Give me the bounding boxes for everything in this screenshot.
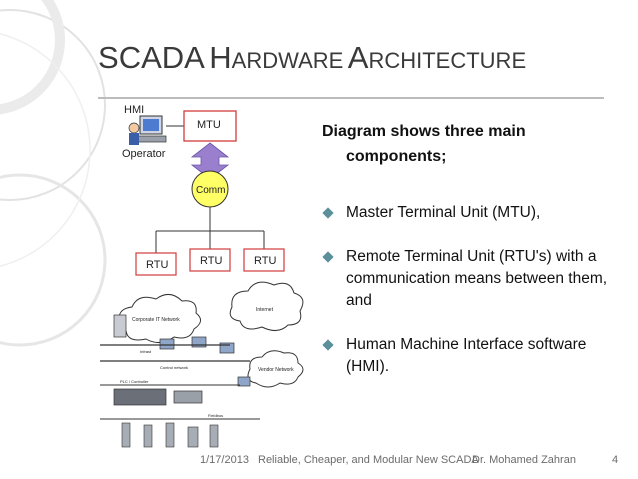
slide-title: SCADA HARDWARE ARCHITECTURE <box>98 40 526 76</box>
footer-page-number: 4 <box>612 454 619 466</box>
rtu-label-3: RTU <box>254 255 276 267</box>
field-device-1 <box>121 422 131 448</box>
mtu-label: MTU <box>197 119 221 131</box>
footer-topic: Reliable, Cheaper, and Modular New SCADA <box>258 454 479 466</box>
bullet-diamond-icon <box>322 251 334 263</box>
plc-label: PLC / Controller <box>120 379 149 384</box>
vendor-network-cloud <box>247 350 304 388</box>
lead-line-1: Diagram shows three main <box>322 123 526 140</box>
corporate-network-label: Corporate IT Network <box>132 317 180 323</box>
rtu-box-1 <box>135 252 177 276</box>
footer-author: Dr. Mohamed Zahran <box>472 454 576 466</box>
internet-cloud <box>229 281 304 331</box>
hmi-label: HMI <box>124 104 144 116</box>
field-device-5 <box>209 424 219 448</box>
mtu-box <box>183 110 237 142</box>
title-w2-initial: H <box>209 40 232 75</box>
title-w3-initial: A <box>347 40 369 75</box>
corporate-network-cloud <box>117 294 201 343</box>
footer-date: 1/17/2013 <box>200 454 249 466</box>
bullet-text-rtu: Remote Terminal Unit (RTU's) with a comm… <box>346 248 608 309</box>
title-rule <box>98 97 604 99</box>
rtu-label-2: RTU <box>200 255 222 267</box>
field-device-3 <box>165 422 175 448</box>
rtu-box-3 <box>243 248 285 272</box>
operator-icon <box>128 122 140 145</box>
component-bullet-list: Master Terminal Unit (MTU), Remote Termi… <box>322 202 622 378</box>
bullet-item-mtu: Master Terminal Unit (MTU), <box>322 202 622 224</box>
lead-line-2: components; <box>346 148 447 165</box>
server-icon <box>113 314 127 338</box>
operator-label: Operator <box>122 148 166 160</box>
scada-architecture-diagram: HMI Operator MTU Comm RTU RTU RTU Corpor… <box>100 104 304 448</box>
pc-icon-2 <box>191 336 207 348</box>
title-w1-initial: S <box>98 40 119 75</box>
bullet-text-hmi: Human Machine Interface software (HMI). <box>346 336 587 375</box>
plc-rack <box>113 388 167 406</box>
rtu-box-2 <box>189 248 231 272</box>
bullet-item-rtu: Remote Terminal Unit (RTU's) with a comm… <box>322 246 622 312</box>
bullet-text-mtu: Master Terminal Unit (MTU), <box>346 204 541 221</box>
fieldbus-label: Fieldbus <box>208 413 223 418</box>
pc-icon-3 <box>219 342 235 354</box>
field-device-4 <box>187 426 199 448</box>
computer-icon <box>135 115 167 143</box>
title-w3-rest: RCHITECTURE <box>368 48 527 73</box>
bullet-diamond-icon <box>322 207 334 219</box>
network-illustration: Corporate IT Network Internet Vendor Net… <box>100 281 304 448</box>
infra-label: Infrast <box>140 349 152 354</box>
plc-rack-2 <box>173 390 203 404</box>
bullet-diamond-icon <box>322 339 334 351</box>
rtu-label-1: RTU <box>146 259 168 271</box>
pc-icon-1 <box>159 338 175 350</box>
comm-label: Comm <box>196 185 225 196</box>
field-device-2 <box>143 424 153 448</box>
pc-icon-4 <box>237 376 251 387</box>
bullet-item-hmi: Human Machine Interface software (HMI). <box>322 334 622 378</box>
control-network-label: Control network <box>160 365 188 370</box>
lead-text: Diagram shows three main components; <box>322 119 612 169</box>
vendor-network-label: Vendor Network <box>258 367 294 373</box>
internet-label: Internet <box>256 307 274 313</box>
title-w1-rest: CADA <box>118 40 205 75</box>
title-w2-rest: ARDWARE <box>231 48 344 73</box>
